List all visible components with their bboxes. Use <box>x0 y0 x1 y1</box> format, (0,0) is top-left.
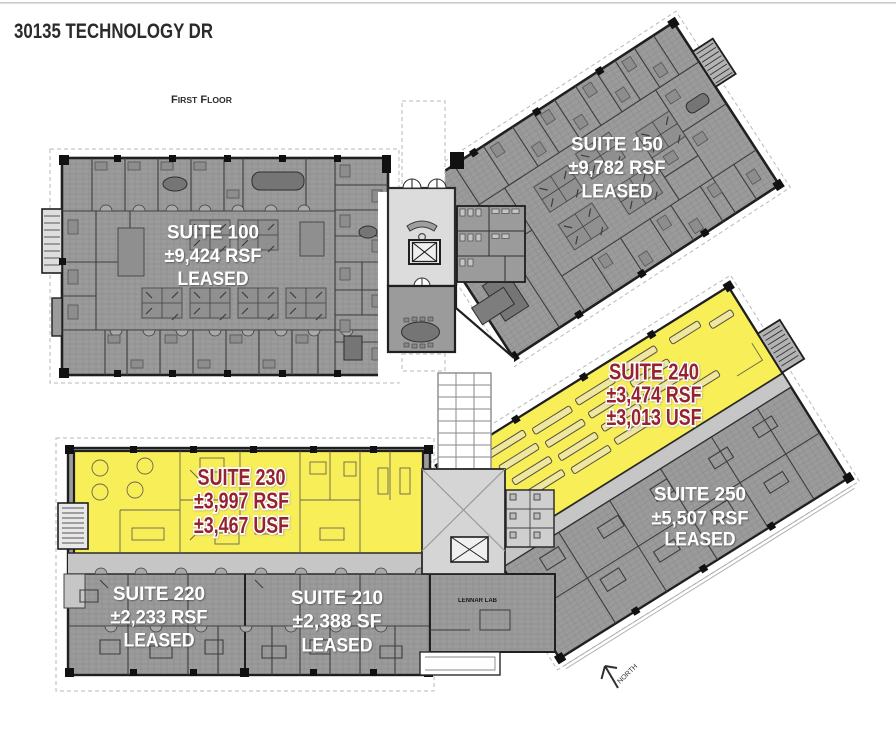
svg-text:SUITE 240: SUITE 240 <box>609 359 699 385</box>
svg-text:LEASED: LEASED <box>582 180 653 202</box>
svg-text:±3,474 RSF: ±3,474 RSF <box>607 381 702 407</box>
svg-text:±9,424 RSF: ±9,424 RSF <box>165 245 262 267</box>
svg-text:SUITE 250: SUITE 250 <box>654 483 746 505</box>
svg-text:30135 TECHNOLOGY DR: 30135 TECHNOLOGY DR <box>14 20 213 43</box>
svg-text:SUITE 220: SUITE 220 <box>113 583 205 605</box>
svg-text:±2,388 SF: ±2,388 SF <box>293 610 382 632</box>
svg-text:LEASED: LEASED <box>178 268 249 290</box>
svg-text:±3,467 USF: ±3,467 USF <box>194 512 289 538</box>
svg-text:SUITE 150: SUITE 150 <box>571 133 663 155</box>
svg-text:SUITE 230: SUITE 230 <box>198 464 286 490</box>
svg-text:±2,233 RSF: ±2,233 RSF <box>111 606 208 628</box>
svg-text:±5,507 RSF: ±5,507 RSF <box>652 507 749 529</box>
svg-text:±3,997 RSF: ±3,997 RSF <box>194 487 289 513</box>
svg-text:LENNAR LAB: LENNAR LAB <box>458 598 498 604</box>
svg-text:SUITE 210: SUITE 210 <box>291 587 383 609</box>
svg-text:LEASED: LEASED <box>665 529 736 551</box>
svg-text:LEASED: LEASED <box>302 635 373 657</box>
svg-text:±9,782 RSF: ±9,782 RSF <box>569 157 666 179</box>
svg-text:FIRST FLOOR: FIRST FLOOR <box>171 94 233 106</box>
svg-text:SUITE 100: SUITE 100 <box>167 222 259 244</box>
svg-text:±3,013 USF: ±3,013 USF <box>607 404 702 430</box>
svg-text:LEASED: LEASED <box>124 630 195 652</box>
